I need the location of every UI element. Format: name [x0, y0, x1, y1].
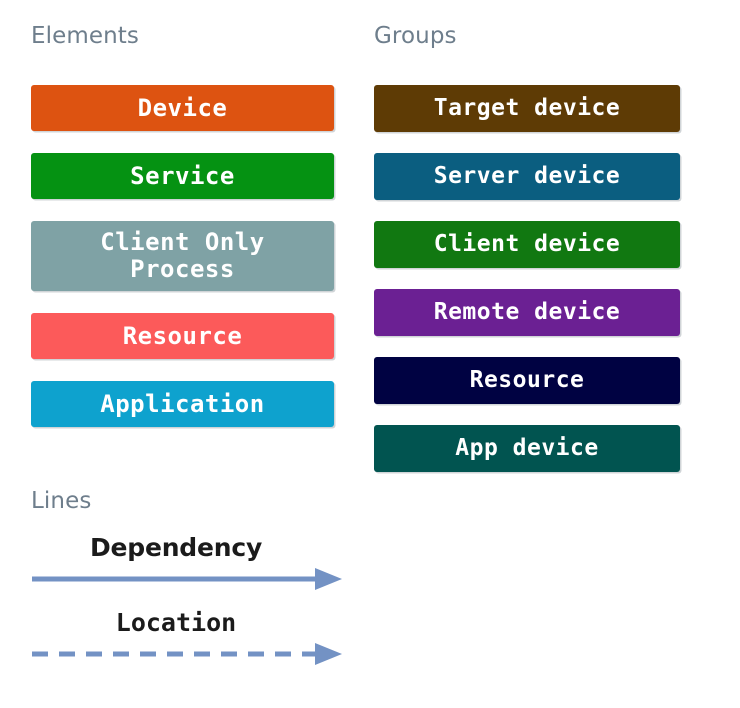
lines-legend-column: Dependency Location: [0, 525, 740, 685]
legend-box-server-device: Server device: [374, 153, 680, 200]
elements-legend-column: Device Service Client Only Process Resou…: [31, 85, 334, 449]
section-heading-groups: Groups: [374, 23, 457, 49]
legend-box-client-device: Client device: [374, 221, 680, 268]
legend-line-label-location: Location: [115, 608, 237, 637]
legend-box-device: Device: [31, 85, 334, 131]
legend-box-resource: Resource: [31, 313, 334, 359]
section-heading-lines: Lines: [31, 488, 92, 514]
legend-box-application: Application: [31, 381, 334, 427]
legend-line-label-dependency: Dependency: [89, 533, 263, 562]
dependency-arrow-icon: [32, 568, 342, 590]
legend-box-remote-device: Remote device: [374, 289, 680, 336]
legend-box-target-device: Target device: [374, 85, 680, 132]
legend-line-dependency: Dependency: [31, 533, 342, 595]
location-arrow-icon: [32, 643, 342, 665]
legend-box-client-only-process: Client Only Process: [31, 221, 334, 291]
legend-box-app-device: App device: [374, 425, 680, 472]
legend-box-service: Service: [31, 153, 334, 199]
section-heading-elements: Elements: [31, 23, 140, 49]
legend-line-location: Location: [31, 608, 342, 670]
groups-legend-column: Target device Server device Client devic…: [374, 85, 680, 493]
legend-box-group-resource: Resource: [374, 357, 680, 404]
